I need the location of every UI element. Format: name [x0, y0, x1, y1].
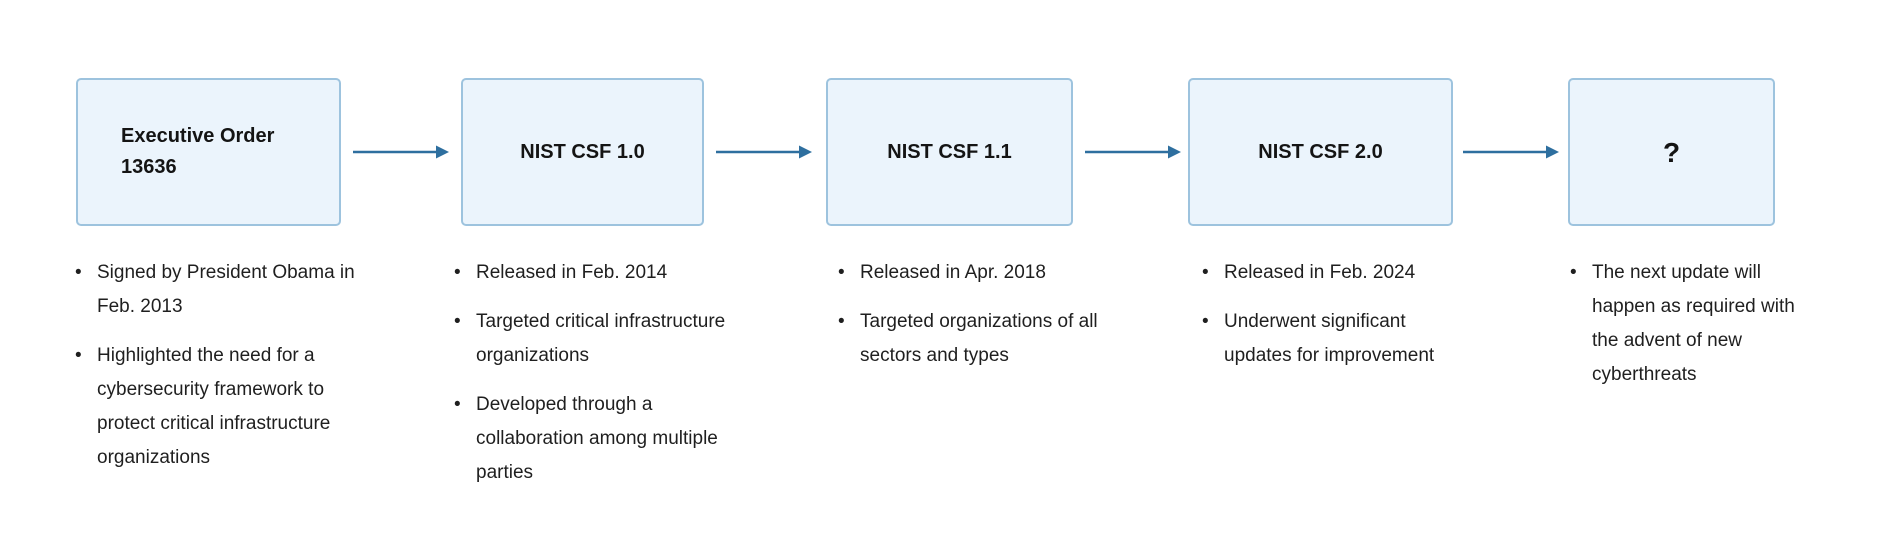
stage-bullets-nist-csf-1-1: Released in Apr. 2018 Targeted organizat… — [836, 256, 1106, 388]
bullet-item: Targeted critical infrastructure organiz… — [452, 305, 734, 373]
bullet-item: Developed through a collaboration among … — [452, 388, 734, 490]
flow-arrow-icon — [1463, 145, 1559, 159]
bullet-item: Targeted organizations of all sectors an… — [836, 305, 1106, 373]
bullet-item: Signed by President Obama in Feb. 2013 — [73, 256, 373, 324]
stage-box-nist-csf-1-1: NIST CSF 1.1 — [826, 78, 1073, 226]
flow-arrow-icon — [1085, 145, 1181, 159]
stage-box-nist-csf-1-0: NIST CSF 1.0 — [461, 78, 704, 226]
stage-title: NIST CSF 1.1 — [887, 140, 1012, 163]
stage-title: NIST CSF 1.0 — [520, 140, 645, 163]
stage-box-nist-csf-2-0: NIST CSF 2.0 — [1188, 78, 1453, 226]
stage-box-executive-order-13636: Executive Order 13636 — [76, 78, 341, 226]
bullet-item: Released in Feb. 2024 — [1200, 256, 1462, 290]
stage-title: NIST CSF 2.0 — [1258, 140, 1383, 163]
arrow-head — [1546, 145, 1559, 159]
arrow-head — [1168, 145, 1181, 159]
bullet-item: Released in Feb. 2014 — [452, 256, 734, 290]
bullet-item: Highlighted the need for a cybersecurity… — [73, 339, 373, 475]
stage-bullets-nist-csf-1-0: Released in Feb. 2014 Targeted critical … — [452, 256, 734, 505]
stage-bullets-executive-order: Signed by President Obama in Feb. 2013 H… — [73, 256, 373, 490]
stage-bullets-future-update: The next update will happen as required … — [1568, 256, 1816, 407]
stage-title: ? — [1662, 136, 1681, 168]
stage-bullets-nist-csf-2-0: Released in Feb. 2024 Underwent signific… — [1200, 256, 1462, 388]
bullet-item: The next update will happen as required … — [1568, 256, 1816, 392]
bullet-item: Released in Apr. 2018 — [836, 256, 1106, 290]
stage-box-future-update: ? — [1568, 78, 1775, 226]
arrow-head — [799, 145, 812, 159]
stage-title: Executive Order 13636 — [121, 125, 275, 178]
arrow-head — [436, 145, 449, 159]
bullet-item: Underwent significant updates for improv… — [1200, 305, 1462, 373]
flow-arrow-icon — [716, 145, 812, 159]
flow-arrow-icon — [353, 145, 449, 159]
